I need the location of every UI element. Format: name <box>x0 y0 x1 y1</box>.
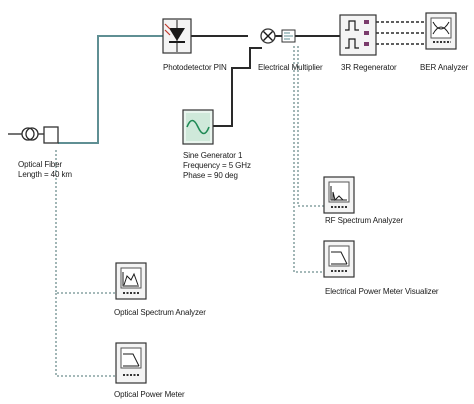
photodetector-pin-component[interactable] <box>162 18 192 54</box>
multiply-icon <box>263 31 273 41</box>
electrical-power-meter-component[interactable] <box>323 240 355 278</box>
electrical-link-regenerator-to-ber[interactable] <box>376 21 426 45</box>
monitor-link-to-rf-analyzer[interactable] <box>297 46 324 207</box>
pulse-waveform-icon <box>345 20 359 49</box>
rf-spectrum-analyzer-component[interactable] <box>323 176 355 214</box>
electrical-power-meter-label: Electrical Power Meter Visualizer <box>325 287 439 296</box>
sine-generator-label: Sine Generator 1 <box>183 151 243 160</box>
regenerator-3r-component[interactable] <box>339 14 377 56</box>
optical-power-meter-component[interactable] <box>115 342 147 384</box>
ber-analyzer-component[interactable] <box>425 12 457 50</box>
monitor-link-to-power-visualizer[interactable] <box>293 46 324 273</box>
fiber-coil-icon <box>8 126 59 144</box>
ber-analyzer-label: BER Analyzer <box>420 63 469 72</box>
optical-fiber-length: Length = 40 km <box>18 170 72 179</box>
optical-spectrum-icon <box>120 267 142 294</box>
sine-generator-component[interactable] <box>182 109 214 145</box>
optical-spectrum-analyzer-label: Optical Spectrum Analyzer <box>114 308 206 317</box>
optical-power-meter-icon <box>120 347 142 376</box>
sine-generator-phase: Phase = 90 deg <box>183 171 238 180</box>
monitor-link-to-optical-power[interactable] <box>55 293 116 377</box>
optical-link-fiber-to-photodetector[interactable] <box>58 35 164 144</box>
optical-fiber-component[interactable] <box>8 126 59 144</box>
optical-spectrum-analyzer-component[interactable] <box>115 262 147 300</box>
optical-power-meter-label: Optical Power Meter <box>114 390 185 399</box>
spectrum-plot-icon <box>328 181 350 208</box>
diode-icon <box>164 20 185 52</box>
links <box>55 21 426 377</box>
optical-fiber-label: Optical Fiber <box>18 160 63 169</box>
sine-generator-frequency: Frequency = 5 GHz <box>183 161 251 170</box>
regenerator-label: 3R Regenerator <box>341 63 397 72</box>
photodetector-label: Photodetector PIN <box>163 63 227 72</box>
electrical-link-sine-to-multiplier[interactable] <box>213 47 262 127</box>
power-meter-icon <box>328 245 350 272</box>
electrical-multiplier-label: Electrical Multiplier <box>258 63 323 72</box>
output-port-markers <box>364 20 369 46</box>
electrical-multiplier-component[interactable] <box>260 28 296 44</box>
eye-diagram-icon <box>430 17 452 43</box>
sine-wave-icon <box>186 113 210 141</box>
rf-spectrum-analyzer-label: RF Spectrum Analyzer <box>325 216 404 225</box>
